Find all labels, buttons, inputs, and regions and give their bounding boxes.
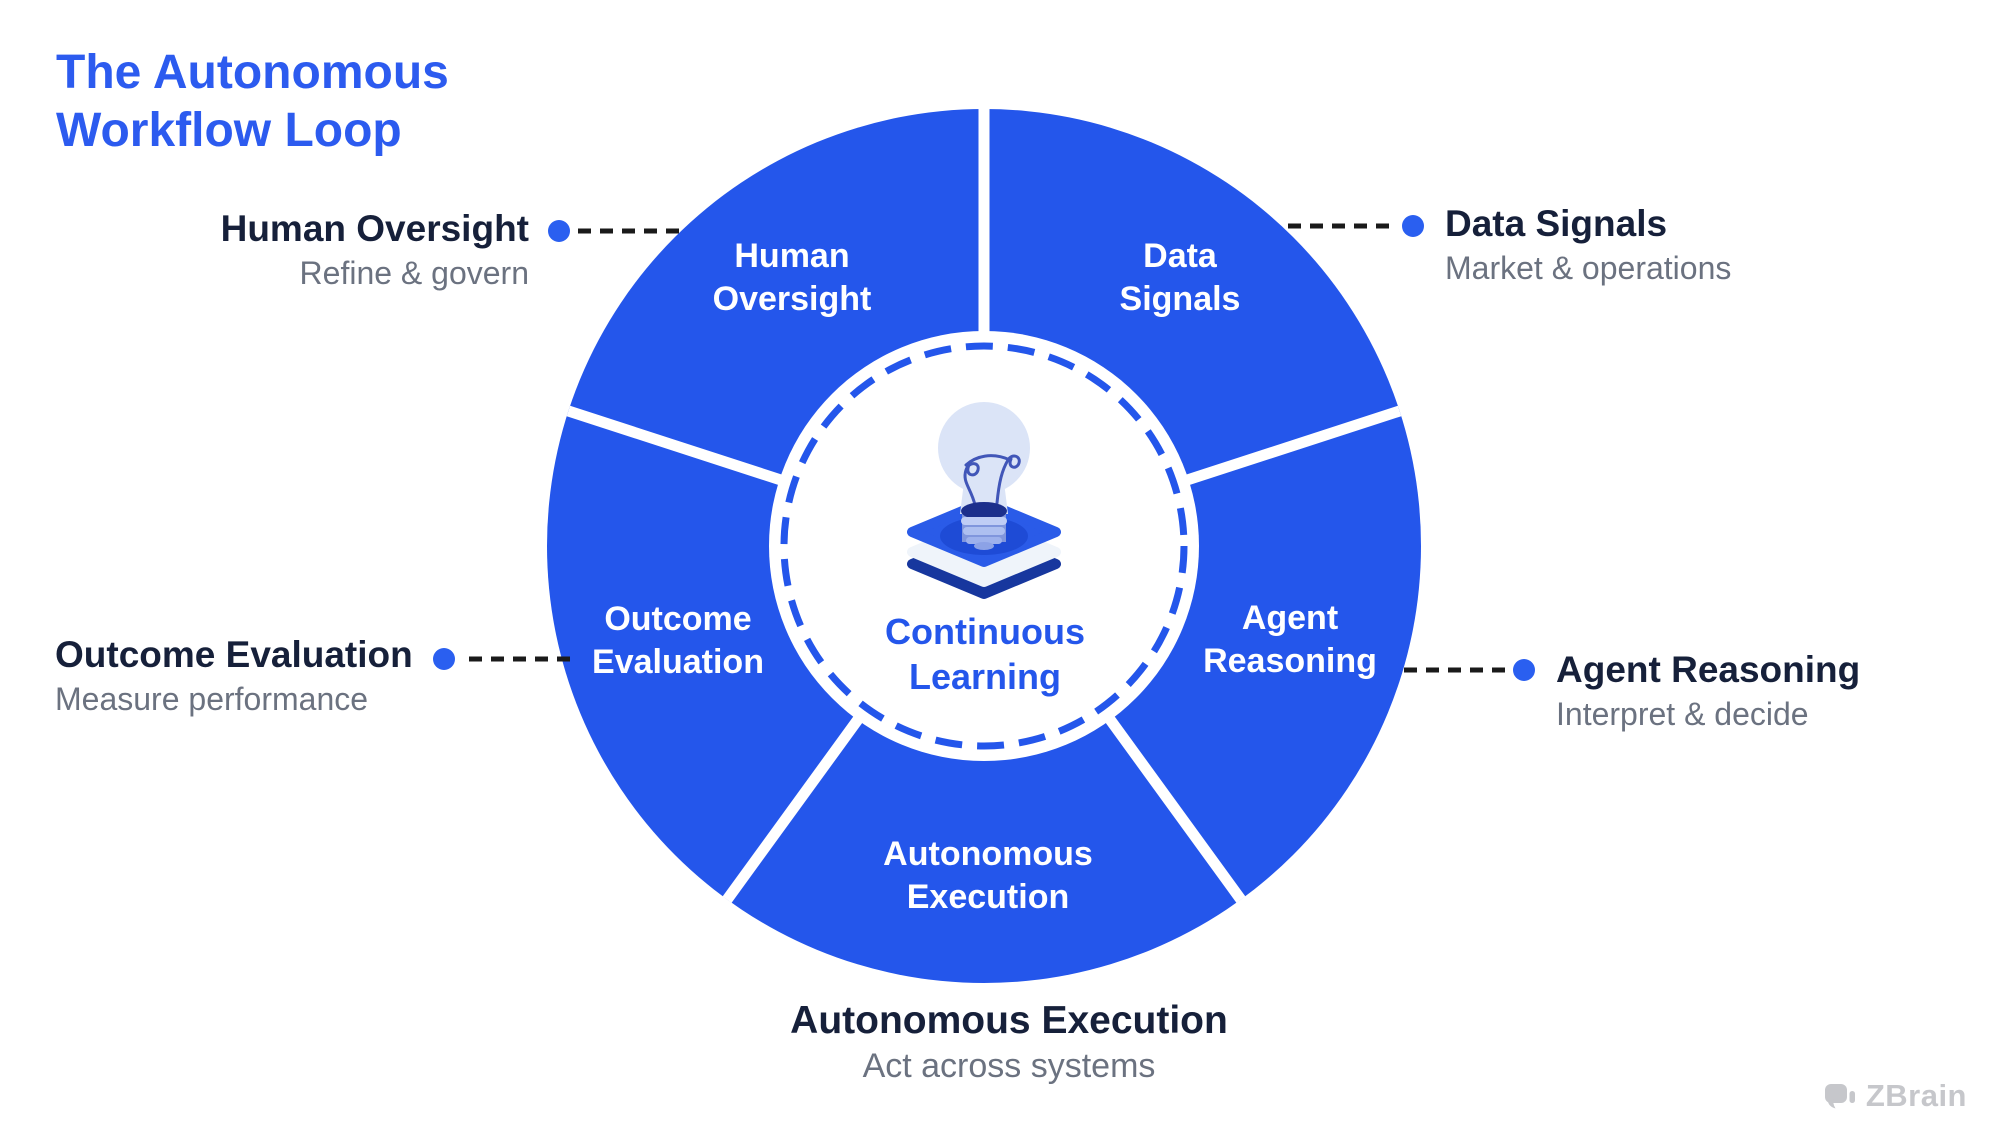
bulb-base-ring [961,517,1007,525]
callout-data-signals: Data Signals Market & operations [1445,202,1731,290]
zbrain-logo: ZBrain [1824,1078,1967,1114]
hub-dashed-ring [780,342,1188,750]
callout-title: Human Oversight [220,208,529,249]
zbrain-logo-text: ZBrain [1865,1078,1967,1113]
bulb-base-top [961,502,1007,520]
bulb-glass [938,402,1030,494]
callout-subtitle: Interpret & decide [1556,696,1809,732]
callout-subtitle: Refine & govern [299,255,529,291]
callout-subtitle: Market & operations [1445,250,1732,286]
callout-dots [433,215,1535,681]
callout-agent-reasoning: Agent Reasoning Interpret & decide [1556,648,1860,736]
bulb-filament [963,454,1021,507]
bulb-base-ring [966,537,1002,544]
callout-title: Outcome Evaluation [55,634,413,675]
hub-label-continuous-learning: Continuous Learning [885,611,1085,697]
zbrain-logo-icon [1824,1084,1855,1109]
callout-title: Autonomous Execution [790,999,1228,1042]
dot-data-signals [1402,215,1424,237]
callout-connectors [462,223,1509,673]
callout-autonomous-execution: Autonomous Execution Act across systems [509,998,1509,1088]
callout-title: Agent Reasoning [1556,649,1861,690]
dot-outcome-evaluation [433,648,455,670]
bulb-base-ring [963,527,1005,535]
lightbulb-on-book-icon [907,402,1061,599]
callout-subtitle: Act across systems [862,1047,1156,1085]
dot-human-oversight [548,220,570,242]
page-title: The Autonomous Workflow Loop [56,46,449,157]
bulb-base-tip [974,542,994,550]
callout-outcome-evaluation: Outcome Evaluation Measure performance [55,633,413,721]
callout-human-oversight: Human Oversight Refine & govern [221,207,529,295]
callout-title: Data Signals [1445,203,1668,244]
callout-subtitle: Measure performance [55,681,369,717]
dot-agent-reasoning [1513,659,1535,681]
